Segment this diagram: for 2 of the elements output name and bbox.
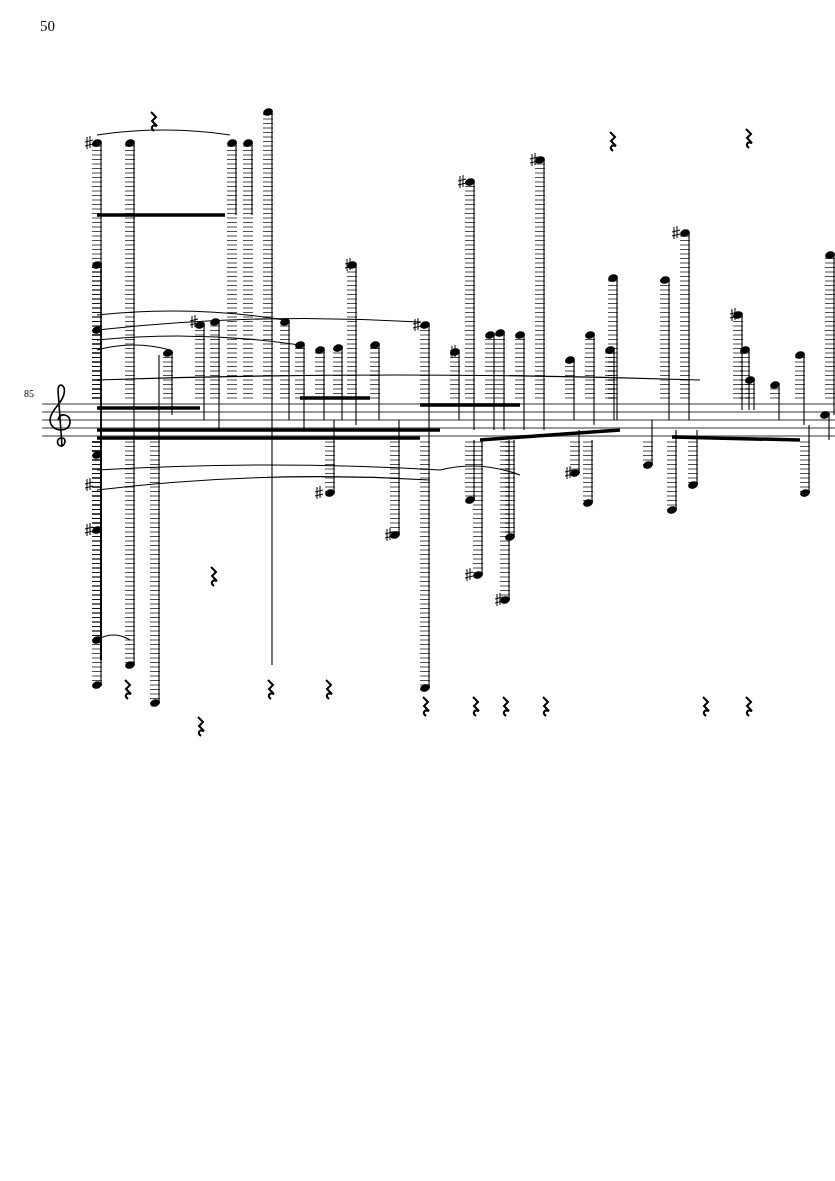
page-number: 50 bbox=[40, 19, 55, 34]
measure-number: 85 bbox=[24, 389, 34, 399]
